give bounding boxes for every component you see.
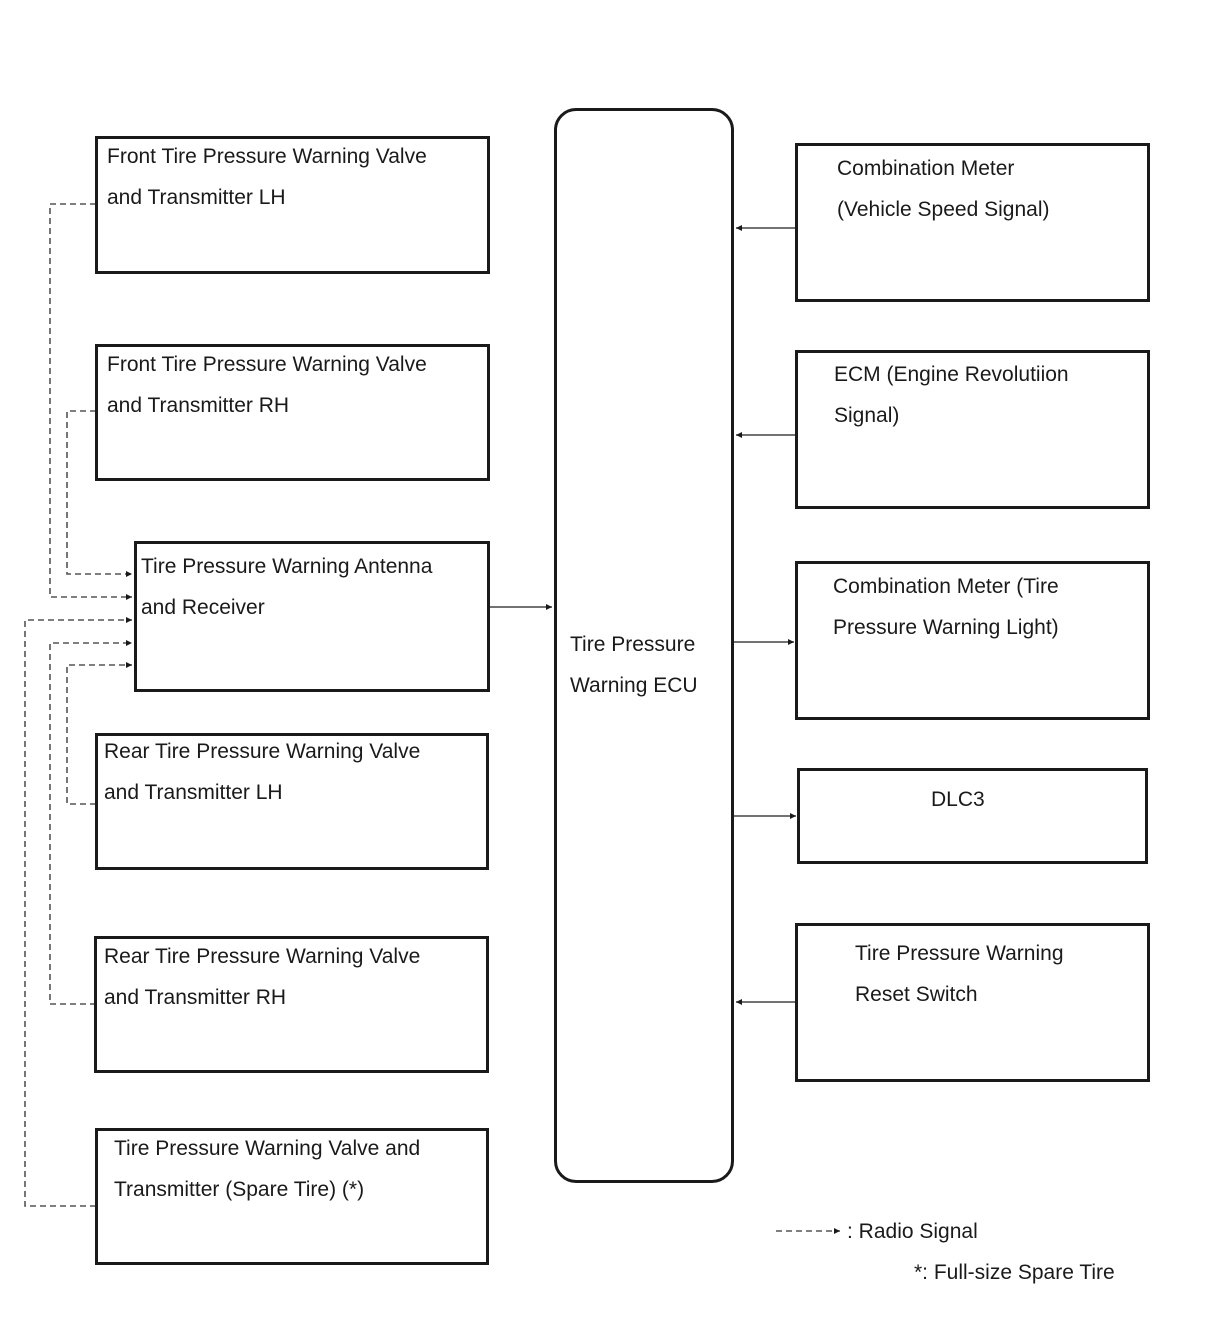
radio-signal-rear-lh <box>66 662 132 805</box>
combination-meter-light-box: Combination Meter (Tire Pressure Warning… <box>795 561 1150 720</box>
rear-lh-transmitter-label: Rear Tire Pressure Warning Valve and Tra… <box>104 740 421 804</box>
rear-rh-transmitter-box: Rear Tire Pressure Warning Valve and Tra… <box>94 936 489 1073</box>
reset-switch-box: Tire Pressure Warning Reset Switch <box>795 923 1150 1082</box>
combination-meter-light-label: Combination Meter (Tire Pressure Warning… <box>833 575 1059 639</box>
tire-pressure-warning-ecu: Tire Pressure Warning ECU <box>554 108 734 1183</box>
front-lh-transmitter-label: Front Tire Pressure Warning Valve and Tr… <box>107 145 427 209</box>
combination-meter-speed-box: Combination Meter (Vehicle Speed Signal) <box>795 143 1150 302</box>
radio-signal-front-rh <box>66 410 132 577</box>
antenna-receiver-box: Tire Pressure Warning Antenna and Receiv… <box>134 541 490 692</box>
ecm-label: ECM (Engine Revolutiion Signal) <box>834 363 1069 427</box>
ecu-label: Tire Pressure Warning ECU <box>570 633 698 697</box>
spare-tire-transmitter-label: Tire Pressure Warning Valve and Transmit… <box>114 1137 421 1201</box>
radio-signal-front-lh <box>49 203 132 600</box>
legend-footnote: *: Full-size Spare Tire <box>914 1261 1115 1284</box>
front-rh-transmitter-label: Front Tire Pressure Warning Valve and Tr… <box>107 353 427 417</box>
antenna-receiver-label: Tire Pressure Warning Antenna and Receiv… <box>141 555 433 619</box>
legend-radio-signal: : Radio Signal <box>847 1220 978 1243</box>
front-lh-transmitter-box: Front Tire Pressure Warning Valve and Tr… <box>95 136 490 274</box>
dlc3-box: DLC3 <box>797 768 1148 864</box>
reset-switch-label: Tire Pressure Warning Reset Switch <box>855 942 1064 1006</box>
front-rh-transmitter-box: Front Tire Pressure Warning Valve and Tr… <box>95 344 490 481</box>
dlc3-label: DLC3 <box>931 788 985 811</box>
spare-tire-transmitter-box: Tire Pressure Warning Valve and Transmit… <box>95 1128 489 1265</box>
ecm-box: ECM (Engine Revolutiion Signal) <box>795 350 1150 509</box>
radio-signal-rear-rh <box>49 640 132 1005</box>
rear-rh-transmitter-label: Rear Tire Pressure Warning Valve and Tra… <box>104 945 421 1009</box>
combination-meter-speed-label: Combination Meter (Vehicle Speed Signal) <box>837 157 1050 221</box>
rear-lh-transmitter-box: Rear Tire Pressure Warning Valve and Tra… <box>95 733 489 870</box>
radio-signal-spare <box>24 617 132 1207</box>
